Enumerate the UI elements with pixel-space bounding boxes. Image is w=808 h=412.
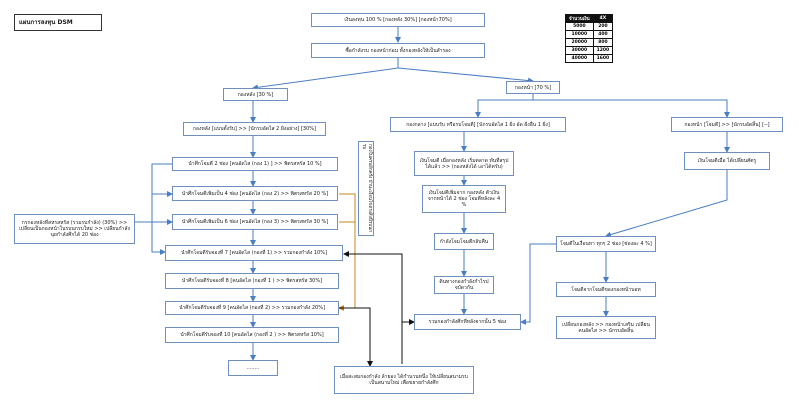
right-step-2: โจมตีจากโจมตีของกองหน้าบอท <box>556 282 656 297</box>
middle-step-1: เงินโจมตี เมื่อกองหลัง เริ่มตลาด ทันที่ส… <box>414 151 514 176</box>
middle-header: กองหน้า [70 %] <box>506 81 560 94</box>
left-step-5: นำศึกโจมตีรับจองที่ 8 [คนอัดไส (กองที่ 1… <box>165 273 339 289</box>
middle-subheader: กองกลาง [แบบรับ หรือรบโจมตี] [นักรบอัดไส… <box>390 117 566 132</box>
left-subheader: กองหลัง [แบบตั้งรับ] >> [นักรบอัดไส 2 ฝั… <box>183 122 326 136</box>
middle-step-2: เงินโจมตีเพิ่มจาก กองหลัง ตัวเงินจากหน้า… <box>422 185 506 213</box>
invest-box: เงินลงทุน 100 % [กองหลัง 30%] [กองหน้า70… <box>311 13 485 27</box>
vertical-note-text: ตั้งที่ซื้อจำนวนของกองหลังต่อไปตามรบนคลั… <box>361 144 372 233</box>
left-ellipsis: ........ <box>228 360 278 376</box>
middle-step-5: รวมกองกำลังศึกที่หลังจากนั้น 5 ช่อง <box>414 314 521 330</box>
bottom-box: เมื่อสะสมกองกำลัง ล้ายอง ได้กำนวนหนึ่ง ใ… <box>334 366 474 394</box>
right-attack-box: โจมตีในเงื่อนหา ทุกๆ 2 ช่อง [ช่องละ 4 %] <box>556 236 656 252</box>
ref-header-amount: จำนวนเงิน <box>565 14 594 23</box>
diagram-title: แผนการลงทุน DSM <box>14 14 102 31</box>
ref-cell: 1600 <box>592 54 614 63</box>
connector-lines <box>135 27 730 361</box>
left-step-3: นำศึกโจมตีเพิ่มเป็น 6 ช่อง [คนอัดไส (กอง… <box>172 214 338 230</box>
left-header: กองหลัง [30 %] <box>223 88 288 101</box>
ref-cell: 5000 <box>565 22 594 31</box>
buy-box: ซื้อกำลังรบ กองหน้าก่อน ทั้งกองหลังให้เป… <box>311 43 485 58</box>
black-connectors <box>339 251 415 367</box>
ref-cell: 20000 <box>565 38 594 47</box>
ref-cell: 40000 <box>565 54 594 63</box>
left-step-7: นำศึกโจมตีรับจองที่ 10 [คนอัดไส (กองที่ … <box>165 327 339 343</box>
middle-step-3: กำลังโจมโจมตีกลับคืน <box>434 233 494 250</box>
left-step-1: นำศึกโจมตี 2 ช่อง [คนอัดไส (กอง 1) ] >> … <box>172 157 338 171</box>
right-step-1: เงินโจมตีเมื่อ ได้เปลี่ยนศัตรู <box>684 152 770 170</box>
ref-cell: 200 <box>592 22 614 31</box>
ref-cell: 400 <box>592 30 614 39</box>
left-step-6: นำศึกโจมตีรับจองที่ 9 [คนอัดไส (กองที่ 2… <box>165 301 339 315</box>
right-step-3: เปลี่ยนกองหลัง >> กองหน้าเสริม เปลี่ยนคน… <box>556 316 656 339</box>
ref-cell: 30000 <box>565 46 594 55</box>
left-side-note: กรกองหลังที่สหรสหรัส (รวมรบกำลัง) (30%) … <box>14 214 135 244</box>
ref-header-multiplier: 4X <box>592 14 614 23</box>
vertical-note: ตั้งที่ซื้อจำนวนของกองหลังต่อไปตามรบนคลั… <box>358 141 374 236</box>
left-step-2: นำศึกโจมตีเพิ่มเป็น 4 ช่อง [คนอัดไส (กอง… <box>172 186 338 201</box>
middle-step-4: ดินทางกองกำลังกำไรปจบัดวกัน <box>434 276 494 294</box>
ref-cell: 1200 <box>592 46 614 55</box>
ref-cell: 800 <box>592 38 614 47</box>
right-header: กองหน้า [โจมตี] >> [นักรบอัดสิ้น] [--] <box>671 117 783 132</box>
ref-cell: 10000 <box>565 30 594 39</box>
left-step-4: นำศึกโจมตีรับจองที่ 7 [คนอัดไส (กองที่ 1… <box>165 245 343 261</box>
